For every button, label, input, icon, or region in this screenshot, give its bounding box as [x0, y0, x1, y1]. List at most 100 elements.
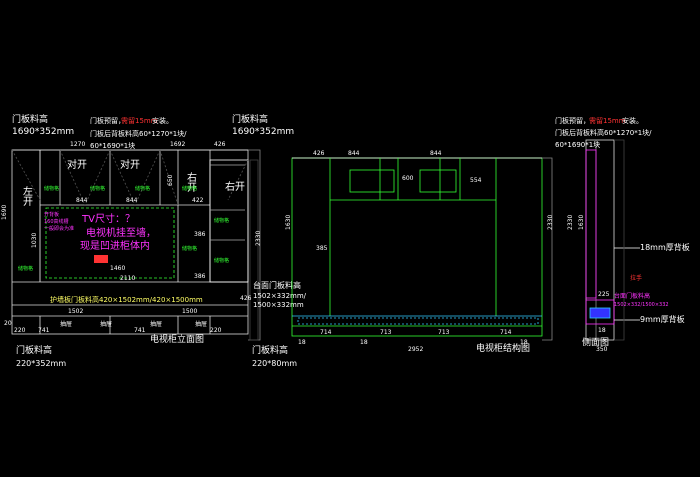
struct-dim-18c: 18 [520, 339, 528, 346]
countertop-size-1: 1502×332mm/ [253, 292, 307, 300]
cell-label-1: 储物格 [44, 185, 59, 192]
dim-2110: 2110 [120, 275, 135, 282]
dim-220b: 220 [210, 327, 222, 334]
cell-label-4: 储物格 [182, 185, 197, 192]
struct-dim-600: 600 [402, 175, 414, 182]
side-door-size: 1502×332/1500×332 [614, 302, 669, 308]
door-top-left: 门板料高 [12, 113, 48, 125]
struct-title: 电视柜结构图 [476, 342, 530, 354]
tv-wall-note: 电视机挂至墙， [86, 226, 156, 239]
struct-dim-426: 426 [313, 150, 325, 157]
side-red-mark: 拉手 [630, 274, 642, 282]
side-door-label: 台面门板料高 [614, 292, 650, 300]
red-marker [94, 255, 108, 263]
dim-426a: 426 [214, 141, 226, 148]
note-tm-2: 门板后背板料高60*1270*1块/ [90, 129, 187, 138]
side-dim-18: 18 [598, 327, 606, 334]
front-dims: 1270 1692 426 844 844 422 386 386 1690 2… [1, 141, 262, 334]
dim-844a: 844 [76, 197, 88, 204]
dim-741b: 741 [134, 327, 146, 334]
dim-386b: 386 [194, 273, 206, 280]
countertop-label: 台面门板料高 [253, 280, 301, 290]
dim-1502: 1502 [68, 308, 83, 315]
struct-dim-2952: 2952 [408, 346, 423, 353]
tv-recess-note: 现是凹进柜体内 [80, 239, 150, 252]
note-r-1b: 需留15mm [589, 116, 626, 125]
note-tm-1b: 需留15mm [121, 116, 158, 125]
struct-dim-1630: 1630 [285, 215, 292, 230]
front-texts: 门板料高 1690*352mm 门板料高 1690*352mm 门板预留， 需留… [12, 113, 307, 368]
front-elevation [11, 149, 261, 341]
side-texts: 门板预留， 需留15mm 安装。 门板后背板料高60*1270*1块/ 60*1… [555, 116, 690, 353]
drawer-label-a: 抽屉 [60, 320, 72, 328]
tv-size-question: TV尺寸：？ [81, 212, 135, 225]
countertop-size-2: 1500×332mm [253, 301, 304, 309]
dim-426b: 426 [240, 295, 252, 302]
dim-20: 20 [4, 320, 12, 327]
struct-dim-554: 554 [470, 177, 482, 184]
side-dim-2330: 2330 [567, 215, 574, 230]
struct-dim-385: 385 [316, 245, 328, 252]
cell-label-7: 储物格 [182, 245, 197, 252]
door-swing-lines [11, 149, 249, 206]
left-note-1: 开背板 [44, 211, 59, 218]
note-tm-3: 60*1690*1块 [90, 141, 135, 150]
note-r-2: 门板后背板料高60*1270*1块/ [555, 128, 652, 137]
note-r-3: 60*1690*1块 [555, 140, 600, 149]
left-note-3: 一般即会为准 [44, 225, 74, 232]
door-bottom-mid: 门板料高 [252, 344, 288, 356]
side-dim-350: 350 [596, 346, 608, 353]
note-r-1c: 安装。 [622, 116, 643, 125]
dim-386a: 386 [194, 231, 206, 238]
cell-label-8: 储物格 [214, 257, 229, 264]
door-top-mid-size: 1690*352mm [232, 127, 294, 137]
drawer-label-b: 抽屉 [100, 320, 112, 328]
struct-dim-844a: 844 [348, 150, 360, 157]
side-title: 侧面图 [582, 336, 609, 348]
door-bottom-mid-size: 220*80mm [252, 359, 297, 368]
cell-label-3: 储物格 [135, 185, 150, 192]
dim-1692: 1692 [170, 141, 185, 148]
struct-dim-713a: 713 [380, 329, 392, 336]
cell-label-2: 储物格 [90, 185, 105, 192]
label-open-2: 对开 [120, 158, 140, 171]
struct-dim-2330: 2330 [547, 215, 554, 230]
back-18mm: 18mm厚背板 [640, 242, 690, 252]
door-bottom-left-size: 220*352mm [16, 359, 66, 368]
struct-dim-18a: 18 [298, 339, 306, 346]
struct-dim-713b: 713 [438, 329, 450, 336]
note-tm-1a: 门板预留， [90, 116, 125, 125]
drawer-label-c: 抽屉 [150, 320, 162, 328]
side-dim-1630: 1630 [578, 215, 585, 230]
dim-1030: 1030 [31, 233, 38, 248]
label-open-1: 对开 [67, 158, 87, 171]
tv-recess-box [45, 207, 175, 279]
dim-2330: 2330 [255, 231, 262, 246]
back-9mm: 9mm厚背板 [640, 314, 685, 324]
struct-dim-714b: 714 [500, 329, 512, 336]
label-left-open: 左开 [21, 185, 33, 207]
struct-dim-714: 714 [320, 329, 332, 336]
struct-dim-844b: 844 [430, 150, 442, 157]
structure-drawing [291, 157, 553, 341]
cell-label-5: 储物格 [214, 217, 229, 224]
dim-1500: 1500 [182, 308, 197, 315]
right-column [209, 159, 249, 283]
dim-650: 650 [167, 174, 174, 186]
structure-texts: 426 844 844 1630 2330 714 713 713 714 29… [285, 150, 554, 354]
side-view [585, 139, 640, 341]
guard-panel-note: 护墙板门板料高420×1502mm/420×1500mm [50, 295, 203, 304]
note-r-1a: 门板预留， [555, 116, 590, 125]
struct-dim-18b: 18 [360, 339, 368, 346]
door-bottom-left: 门板料高 [16, 344, 52, 356]
cell-label-6: 储物格 [18, 265, 33, 272]
drawer-label-d: 抽屉 [195, 320, 207, 328]
label-right-open: 右开 [185, 171, 197, 193]
dim-741a: 741 [38, 327, 50, 334]
dim-1690: 1690 [1, 205, 8, 220]
dim-220a: 220 [14, 327, 26, 334]
door-top-left-size: 1690*352mm [12, 127, 74, 137]
left-note-2: 160高线槽 [44, 218, 69, 225]
front-title: 电视柜立面图 [150, 333, 204, 345]
